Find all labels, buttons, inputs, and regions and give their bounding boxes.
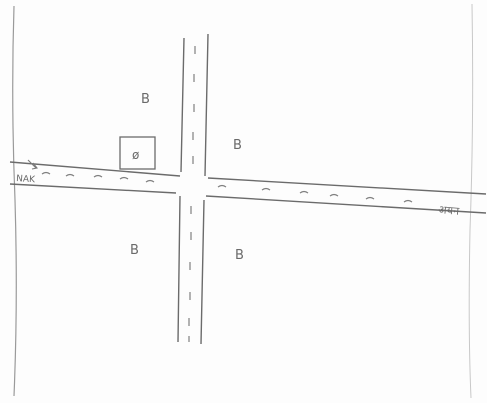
- small-building-mark: ø: [132, 148, 139, 162]
- horizontal-road-bottom-edge: [10, 184, 486, 213]
- vertical-road: [178, 34, 208, 344]
- page-right-edge: [469, 4, 472, 398]
- horizontal-road-top-edge: [10, 162, 486, 194]
- sw-block-label: B: [130, 243, 139, 258]
- vertical-road-left-edge: [178, 38, 184, 342]
- vertical-road-right-edge: [201, 34, 208, 344]
- vertical-road-dashes: [189, 46, 195, 342]
- east-road-label: अयन: [438, 203, 461, 218]
- nw-block-label: B: [141, 92, 150, 107]
- horizontal-road: [10, 160, 486, 213]
- se-block-label: B: [235, 248, 244, 263]
- west-road-label: NAK: [16, 174, 37, 185]
- page-left-edge: [13, 6, 17, 396]
- ne-block-label: B: [233, 138, 242, 153]
